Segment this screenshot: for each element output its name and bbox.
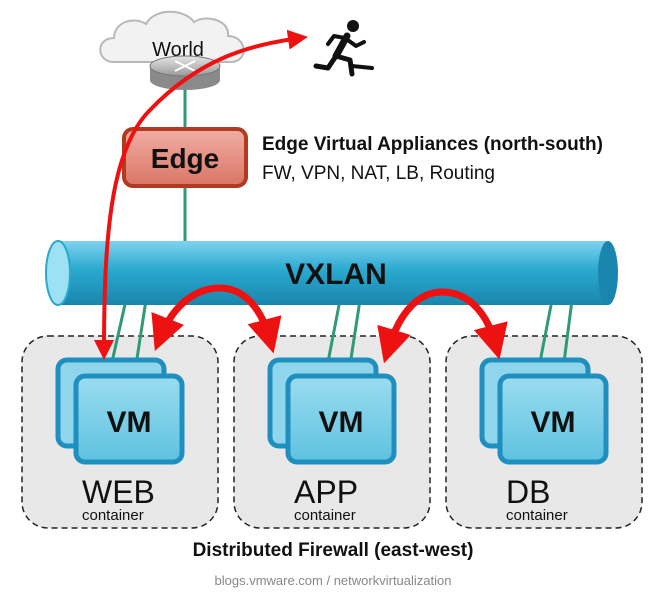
web-vm-label: VM	[107, 406, 152, 439]
db-vm-label: VM	[531, 406, 576, 439]
vxlan-pipe: VXLAN	[45, 240, 618, 306]
running-person-icon	[313, 20, 374, 77]
edge-appliance: Edge	[122, 127, 248, 188]
distributed-firewall-label: Distributed Firewall (east-west)	[193, 540, 474, 561]
router-icon	[149, 55, 221, 90]
web-app-arrow	[151, 284, 282, 354]
db-vm-stack: VM	[479, 357, 609, 465]
world-cloud: World	[99, 10, 245, 63]
db-container-sub: container	[506, 507, 568, 524]
north-south-arrow	[94, 29, 308, 360]
app-db-arrow	[377, 288, 508, 364]
edge-label: Edge	[151, 143, 219, 174]
app-vm-stack: VM	[267, 357, 397, 465]
app-vm-label: VM	[319, 406, 364, 439]
traffic-arrows	[94, 29, 508, 364]
edge-title: Edge Virtual Appliances (north-south)	[262, 134, 603, 155]
edge-services: FW, VPN, NAT, LB, Routing	[262, 163, 495, 184]
web-container-name: WEB	[82, 474, 155, 510]
app-container-name: APP	[294, 474, 358, 510]
vxlan-label: VXLAN	[285, 258, 387, 291]
app-container-sub: container	[294, 507, 356, 524]
footer-credit: blogs.vmware.com / networkvirtualization	[215, 573, 452, 588]
web-container-sub: container	[82, 507, 144, 524]
web-vm-stack: VM	[55, 357, 185, 465]
db-container-name: DB	[506, 474, 550, 510]
